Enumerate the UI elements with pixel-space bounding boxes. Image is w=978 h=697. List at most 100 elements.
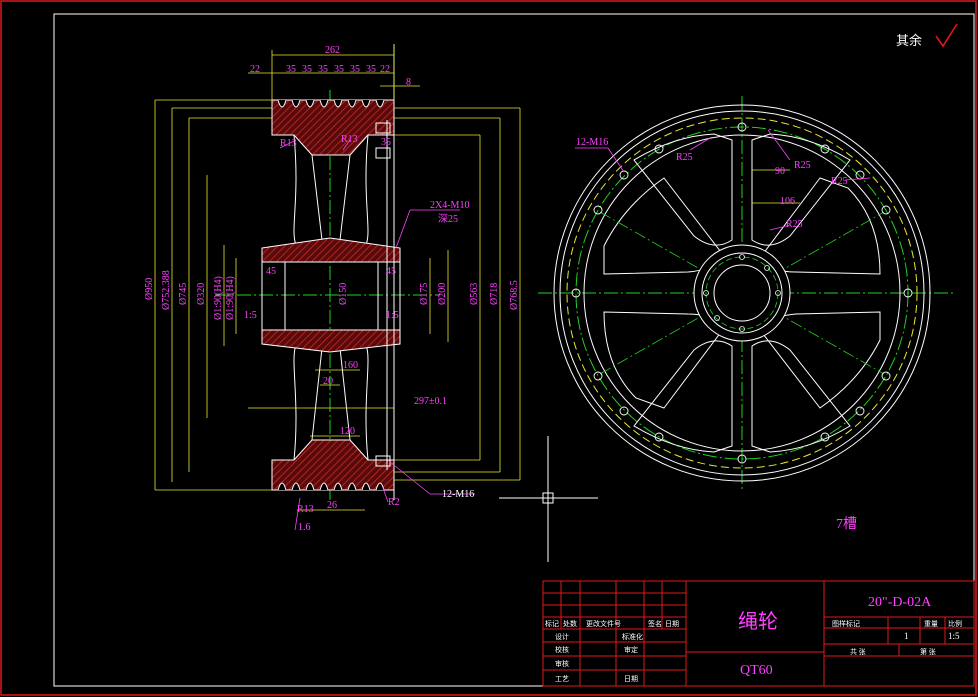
row-standard: 标准化 (622, 632, 643, 641)
dim-groove-1: 35 (286, 64, 296, 75)
hub-bore-circle (713, 264, 771, 322)
dia-768: Ø768.5 (509, 280, 520, 310)
front-dim-106: 106 (780, 196, 795, 207)
dim-1-6: 1.6 (298, 522, 311, 533)
groove-note: 7槽 (836, 516, 857, 532)
part-material: QT60 (740, 663, 773, 678)
hub-holes (703, 254, 781, 332)
dim-35: 35 (381, 137, 391, 148)
dim-slope-right: 1:5 (386, 310, 399, 321)
rev-header-sign: 签名 (648, 619, 662, 628)
rim-inner-circle (583, 134, 901, 452)
rev-header-mark: 标记 (545, 619, 559, 628)
dia-1-90-left: Ø1:90(H4) (213, 276, 224, 320)
dim-right-gap: 22 (380, 64, 390, 75)
dia-200: Ø200 (437, 283, 448, 305)
dim-angle-right: 45 (386, 266, 396, 277)
check-icon (935, 23, 958, 48)
stage-header-weight: 重量 (924, 620, 938, 628)
row-approve: 审定 (624, 645, 638, 654)
stage-weight: 1 (904, 631, 909, 641)
dim-r2: R2 (388, 497, 400, 508)
front-r25-d: R25 (786, 219, 803, 230)
dim-r13-bottom: R13 (297, 504, 314, 515)
bolt-hole-bot (375, 455, 391, 467)
dim-slope-left: 1:5 (244, 310, 257, 321)
spoke-outline-right (365, 134, 369, 461)
dim-groove-2: 35 (302, 64, 312, 75)
rev-header-date: 日期 (665, 620, 679, 628)
dim-297: 297±0.1 (414, 396, 447, 407)
front-r25-a: R25 (676, 152, 693, 163)
rev-header-doc: 更改文件号 (586, 619, 621, 628)
rim-dashed-yellow (566, 117, 918, 469)
dia-150: Ø150 (338, 283, 349, 305)
bolt-hole-mid (375, 147, 391, 159)
row-date: 日期 (624, 675, 638, 683)
row-check: 校核 (555, 645, 569, 654)
part-name: 绳轮 (738, 610, 778, 633)
front-dim-lines (752, 169, 800, 204)
title-block (542, 580, 975, 687)
spoke-outline-left (293, 134, 297, 461)
front-dim-90: 90 (775, 166, 785, 177)
web-top (311, 154, 351, 241)
dim-left-gap: 22 (250, 64, 260, 75)
dim-20: 20 (323, 376, 333, 387)
dim-hub-160: 160 (343, 360, 358, 371)
rim-bolt-holes (571, 122, 913, 464)
dia-320: Ø320 (196, 283, 207, 305)
side-dimension-lines (154, 44, 521, 511)
inner-frame (53, 13, 975, 687)
grooves-bottom (277, 482, 385, 491)
hub-bore (261, 261, 401, 331)
dim-groove-4: 35 (334, 64, 344, 75)
dim-groove-6: 35 (366, 64, 376, 75)
rim-outer-circle (553, 104, 931, 482)
side-leader-lines (279, 139, 475, 531)
dim-overall-width: 262 (325, 45, 340, 56)
dia-718: Ø718 (489, 283, 500, 305)
dia-563: Ø563 (469, 283, 480, 305)
hub-ring (701, 252, 783, 334)
rim-circle-2 (559, 110, 925, 476)
front-holes-label: 12-M16 (576, 137, 608, 148)
dim-angle-left: 45 (266, 266, 276, 277)
front-leader-lines (575, 129, 871, 231)
stage-header-scale: 比例 (948, 619, 962, 628)
drawing-number: 20"-D-02A (868, 595, 932, 610)
front-r25-c: R25 (831, 176, 848, 187)
row-design: 设计 (555, 632, 569, 641)
dia-175: Ø175 (419, 283, 430, 305)
dim-groove-3: 35 (318, 64, 328, 75)
stage-header-marking: 图样标记 (832, 619, 860, 628)
cad-crosshair[interactable] (499, 436, 598, 562)
dim-26: 26 (327, 500, 337, 511)
surface-finish-label: 其余 (896, 33, 922, 48)
dim-m16-leader: 12-M16 (442, 489, 474, 500)
dia-950: Ø950 (144, 278, 155, 300)
front-r25-b: R25 (794, 160, 811, 171)
hub-outer (693, 244, 791, 342)
dim-r13-left: R13 (280, 138, 297, 149)
row-process: 工艺 (555, 675, 569, 683)
front-view: 12-M16 R25 R25 R25 R25 90 106 (538, 96, 955, 490)
hub-section-top (261, 237, 401, 263)
dia-752: Ø752.388 (161, 270, 172, 310)
surface-finish-mark: 其余 (896, 23, 958, 48)
bolt-hole-top (375, 122, 391, 134)
rim-bolt-circle (575, 126, 909, 460)
dim-r13-right: R13 (341, 134, 358, 145)
dim-tapped-holes: 2X4-M10 (430, 200, 469, 211)
rev-header-count: 处数 (563, 619, 577, 628)
dia-745: Ø745 (178, 283, 189, 305)
row-review: 审核 (555, 659, 569, 668)
dim-flange: 8 (406, 77, 411, 88)
dim-depth: 深25 (438, 213, 458, 225)
sheet-total: 共 张 (850, 647, 866, 656)
stage-scale: 1:5 (948, 631, 960, 641)
hub-bolt-circle (705, 256, 779, 330)
hub-section-bottom (261, 329, 401, 353)
